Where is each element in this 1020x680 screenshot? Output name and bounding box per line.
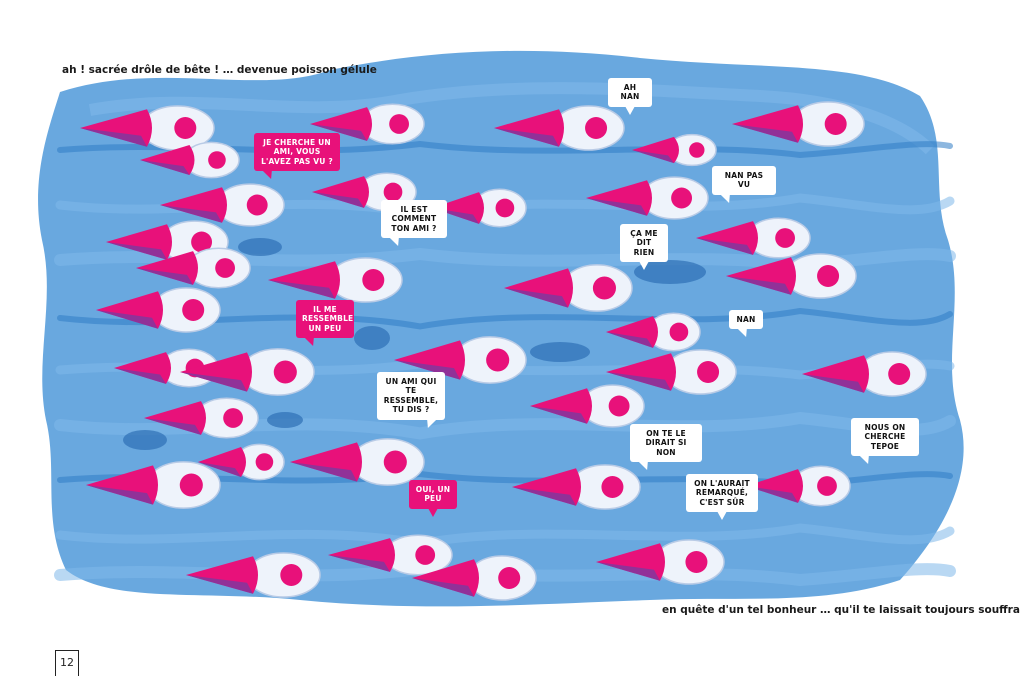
water-shadow xyxy=(238,238,282,256)
fish xyxy=(180,348,315,396)
fish xyxy=(596,539,725,585)
speech-bubble-nan: NAN xyxy=(729,310,763,330)
speech-bubble-looking-for-friend: JE CHERCHE UN AMI, VOUS L'AVEZ PAS VU ? xyxy=(254,133,340,172)
fish xyxy=(504,264,633,312)
fish-school xyxy=(80,101,927,601)
speech-bubble-what-is-friend-like: IL EST COMMENT TON AMI ? xyxy=(381,200,447,239)
water-shadow xyxy=(267,412,303,428)
bottom-caption: en quête d'un tel bonheur … qu'il te lai… xyxy=(662,604,1020,616)
fish xyxy=(186,552,321,598)
speech-bubble-not-seen: NAN PAS VU xyxy=(712,166,776,195)
fish xyxy=(726,253,857,299)
speech-bubble-we-look-for-tepoe: NOUS ON CHERCHE TEPOE xyxy=(851,418,919,457)
fish xyxy=(606,312,701,352)
speech-bubble-we-would-tell-you: ON TE LE DIRAIT SI NON xyxy=(630,424,702,463)
fish xyxy=(494,105,625,151)
fish xyxy=(632,133,717,167)
fish xyxy=(696,217,811,259)
fish xyxy=(268,257,403,303)
fish xyxy=(86,461,221,509)
fish xyxy=(136,247,251,289)
speech-bubble-yes-a-bit: OUI, UN PEU xyxy=(409,480,457,517)
page-number: 12 xyxy=(55,650,79,676)
fish xyxy=(312,172,417,212)
fish xyxy=(394,336,527,384)
fish xyxy=(512,464,641,510)
fish xyxy=(802,351,927,397)
fish xyxy=(160,183,285,227)
fish xyxy=(144,397,259,439)
water-shadow xyxy=(530,342,590,362)
fish xyxy=(140,141,240,179)
fish xyxy=(732,101,865,147)
speech-bubble-friend-resembles-you: UN AMI QUI TE RESSEMBLE, TU DIS ? xyxy=(377,372,445,420)
fish xyxy=(412,555,537,601)
water-shadow xyxy=(634,260,706,284)
speech-bubble-ah-nan: AH NAN xyxy=(608,78,652,115)
speech-bubble-would-have-noticed: ON L'AURAIT REMARQUÉ, C'EST SÛR xyxy=(686,474,758,521)
fish xyxy=(290,438,425,486)
fish xyxy=(606,349,737,395)
fish xyxy=(432,188,527,228)
fish xyxy=(328,534,453,576)
fish xyxy=(310,103,425,145)
speech-bubble-resembles-me: IL ME RESSEMBLE UN PEU xyxy=(296,300,354,339)
fish xyxy=(198,443,285,481)
speech-bubble-rings-no-bell: ÇA ME DIT RIEN xyxy=(620,224,668,271)
fish xyxy=(530,384,645,428)
water-shadow xyxy=(354,326,390,350)
fish xyxy=(586,176,709,220)
fish xyxy=(96,287,221,333)
top-caption: ah ! sacrée drôle de bête ! … devenue po… xyxy=(62,64,377,76)
water-shadow xyxy=(123,430,167,450)
fish xyxy=(746,465,851,507)
water-stroke xyxy=(55,523,955,548)
